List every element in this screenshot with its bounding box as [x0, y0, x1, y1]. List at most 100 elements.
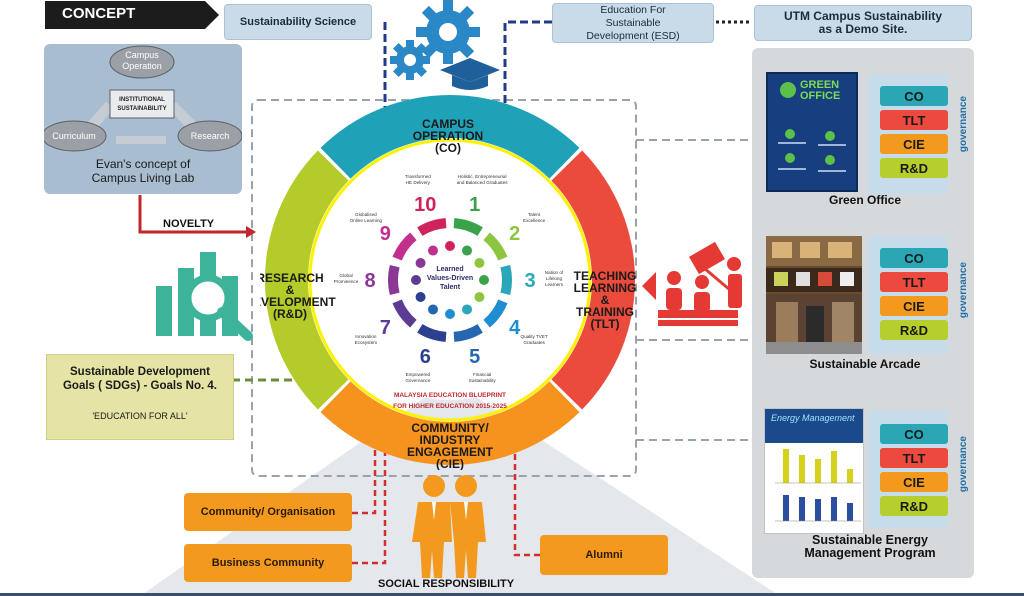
energy-caption-line-1: Sustainable Energy — [811, 533, 928, 547]
energy-tag-tlt: TLT — [880, 448, 948, 468]
center-line2: Values-Driven — [427, 275, 473, 282]
blueprint-label-3: Lifelong — [546, 276, 563, 281]
blueprint-number-5: 5 — [469, 346, 480, 368]
sdg-box: Sustainable Development Goals ( SDGs) - … — [46, 354, 234, 440]
blueprint-label-9: Online Learning — [350, 218, 383, 223]
energy-management-poster: Energy Management — [764, 408, 864, 534]
campus-op-line1: Campus — [125, 50, 159, 60]
blueprint-title-2: FOR HIGHER EDUCATION 2015-2025 — [393, 403, 507, 410]
graduation-cap-icon — [440, 58, 500, 82]
rd-line1: RESEARCH — [260, 271, 324, 285]
center-line1: Learned — [436, 266, 463, 273]
people-ring-figure — [462, 304, 472, 315]
arcade-tag-cie: CIE — [880, 296, 948, 316]
evans-diagram: Campus Operation INSTITUTIONAL SUSTAINAB… — [44, 45, 242, 152]
blueprint-label-8: Global — [339, 273, 352, 278]
blueprint-arc-4 — [483, 299, 508, 328]
people-ring-figure — [445, 309, 455, 319]
research-chart-icon — [156, 252, 253, 341]
tlt-line1: TEACHING — [574, 269, 637, 283]
connector-org — [352, 440, 377, 515]
blueprint-label-4: Quality TVET — [521, 334, 548, 339]
blueprint-title-1: MALAYSIA EDUCATION BLUEPRINT — [394, 392, 506, 399]
alumni-label: Alumni — [585, 549, 623, 561]
business-community-label: Business Community — [211, 557, 325, 569]
energy-chart-art — [775, 449, 861, 522]
blueprint-label-7: Ecosystem — [355, 340, 378, 345]
institutional-box — [109, 89, 175, 119]
sustainable-arcade-photo — [766, 236, 862, 354]
energy-caption-line-2: Management Program — [804, 546, 936, 560]
ring-segment-tlt — [551, 150, 635, 410]
blueprint-label-4: Graduates — [523, 340, 545, 345]
business-people-icon — [412, 475, 486, 578]
community-organisation-box: Community/ Organisation — [184, 493, 352, 531]
research-label: Research — [191, 131, 230, 141]
people-ring-figure — [428, 245, 438, 256]
blueprint-number-8: 8 — [364, 270, 375, 292]
people-ring-figure — [479, 275, 489, 285]
people-ring-figure — [462, 245, 472, 256]
cie-line4: (CIE) — [436, 457, 464, 470]
sdg-title-2: Goals ( SDGs) - Goals No. 4. — [62, 380, 217, 392]
teaching-icon — [642, 241, 742, 326]
evans-caption-line-2: Campus Living Lab — [91, 171, 195, 185]
blueprint-arc-2 — [483, 232, 508, 261]
blueprint-label-1: Holistic, Entrepreneurial — [458, 174, 507, 179]
connector-alumni — [513, 408, 540, 557]
green-office-poster-line-1: GREEN — [800, 79, 840, 91]
institutional-line2: SUSTAINABILITY — [117, 106, 166, 112]
gears-icon — [390, 0, 500, 90]
cie-line3: ENGAGEMENT — [407, 445, 494, 459]
sustainable-arcade-caption: Sustainable Arcade — [809, 357, 921, 371]
inner-yellow-ring — [308, 138, 592, 422]
institutional-line1: INSTITUTIONAL — [119, 97, 165, 103]
demo-site-line-2: as a Demo Site. — [818, 22, 908, 36]
research-ellipse — [177, 120, 242, 152]
business-community-box: Business Community — [184, 544, 352, 582]
curriculum-ellipse — [44, 120, 107, 152]
governance-label-3: governance — [958, 436, 969, 493]
energy-management-caption: Sustainable Energy Management Program — [780, 534, 960, 560]
blueprint-label-8: Prominence — [334, 279, 359, 284]
energy-tag-co: CO — [880, 424, 948, 444]
people-ring-figure — [415, 258, 426, 268]
energy-tag-rd: R&D — [880, 496, 948, 516]
connector-esd — [503, 20, 552, 130]
tlt-line5: (TLT) — [590, 317, 619, 331]
connector-business — [352, 440, 387, 565]
people-ring-figure — [411, 275, 421, 285]
cie-line1: COMMUNITY/ — [411, 421, 489, 435]
blueprint-number-10: 10 — [414, 194, 436, 216]
demo-site-line-1: UTM Campus Sustainability — [783, 9, 943, 23]
blueprint-arc-10 — [417, 218, 447, 236]
tlt-arrow — [642, 272, 656, 300]
arcade-tag-co: CO — [880, 248, 948, 268]
tlt-line3: & — [601, 293, 610, 307]
green-office-tag-cie: CIE — [880, 134, 948, 154]
governance-label-2: governance — [958, 262, 969, 319]
people-ring-figure — [474, 292, 485, 302]
blueprint-label-5: Sustainability — [469, 378, 497, 383]
esd-box: Education For Sustainable Development (E… — [552, 3, 714, 43]
inner-white-disc — [330, 160, 570, 400]
evans-caption: Evan's concept of Campus Living Lab — [44, 157, 242, 185]
blueprint-label-6: Empowered — [406, 372, 431, 377]
green-office-tag-rd: R&D — [880, 158, 948, 178]
social-responsibility-label: SOCIAL RESPONSIBILITY — [378, 578, 515, 590]
green-office-tag-tlt: TLT — [880, 110, 948, 130]
novelty-arrow-head — [246, 226, 256, 238]
blueprint-number-2: 2 — [509, 223, 520, 245]
co-line3: (CO) — [435, 141, 461, 155]
ring-segment-rd — [265, 150, 349, 410]
concept-banner — [45, 1, 219, 29]
demo-site-box: UTM Campus Sustainability as a Demo Site… — [754, 5, 972, 41]
blueprint-label-6: Governance — [405, 378, 430, 383]
co-line1: CAMPUS — [422, 117, 474, 131]
novelty-connector — [138, 195, 250, 234]
evans-caption-line-1: Evan's concept of — [95, 157, 191, 171]
arcade-tag-tlt: TLT — [880, 272, 948, 292]
blueprint-label-10: Transformed — [405, 174, 431, 179]
